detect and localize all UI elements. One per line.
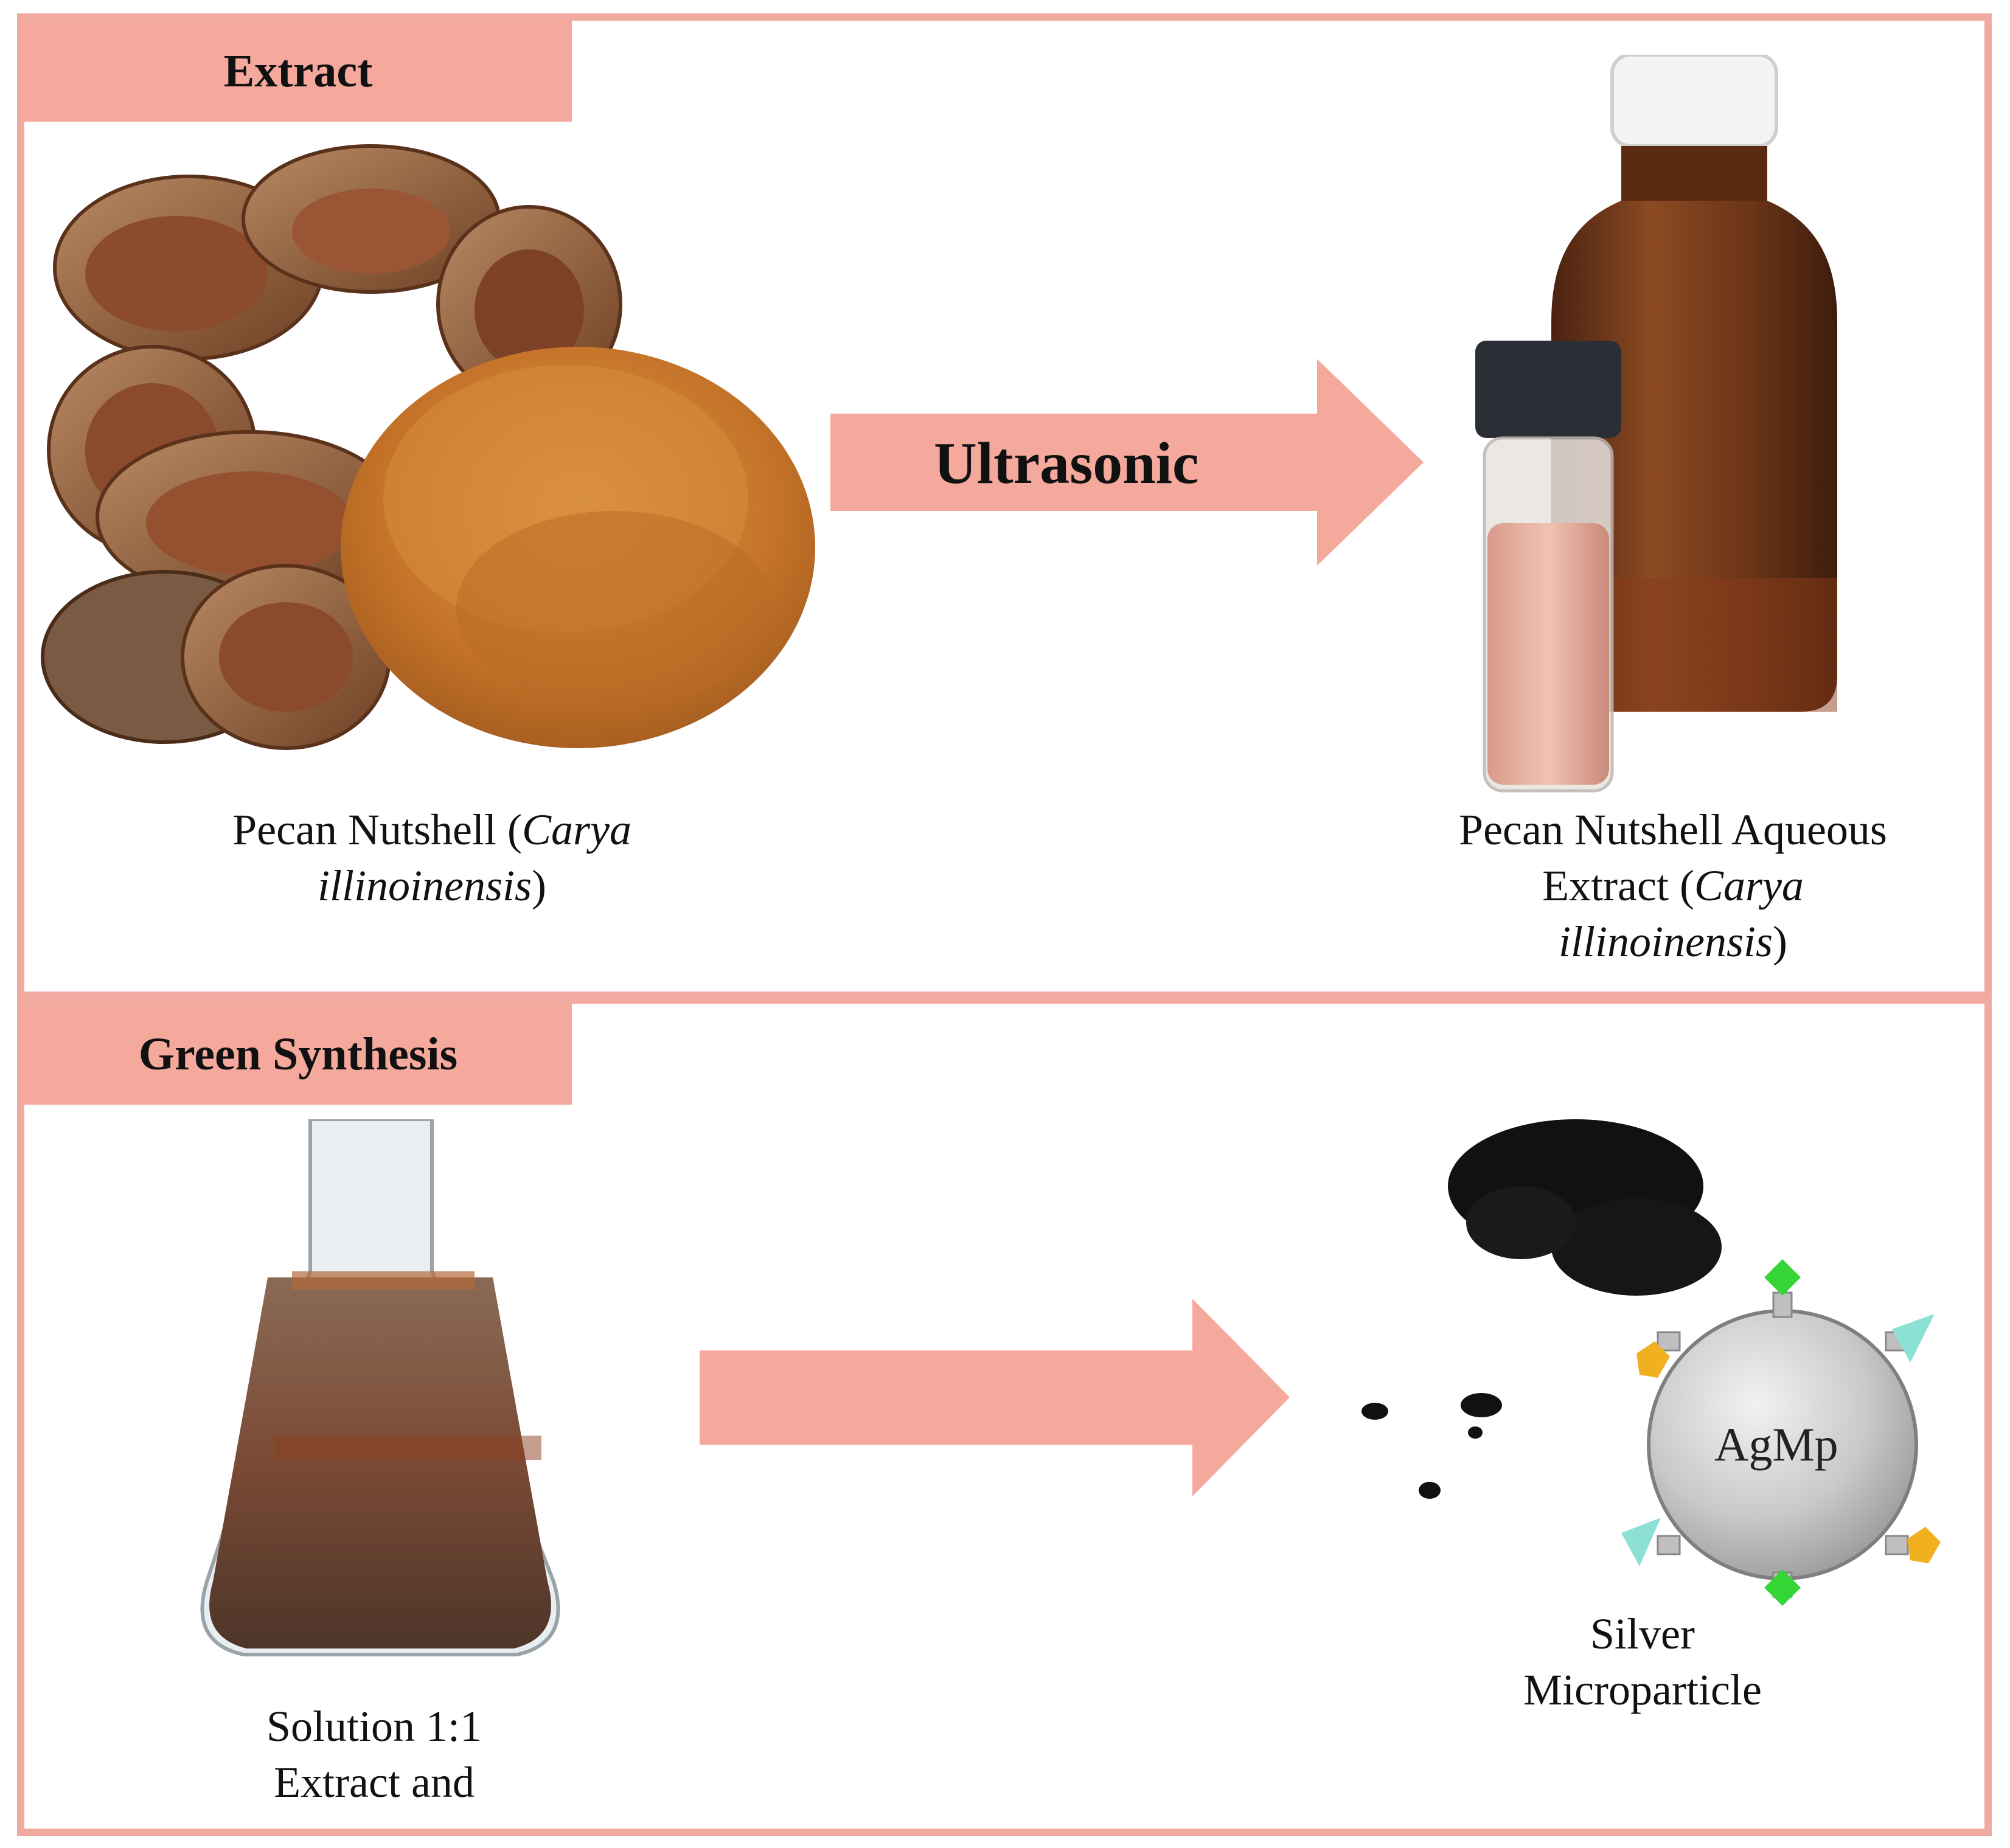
surface-molecules	[1621, 1259, 1941, 1606]
solution-caption: Solution 1:1 Extract and	[266, 1702, 482, 1807]
silver-microparticle-caption: Silver Microparticle	[1523, 1610, 1762, 1714]
ultrasonic-label: Ultrasonic	[934, 431, 1199, 496]
shell-pieces	[41, 144, 622, 750]
flask-solution-illustration	[200, 1119, 560, 1656]
aqueous-extract-bottles-illustration	[1475, 55, 1837, 793]
powder-pile	[341, 347, 815, 748]
black-powder	[1361, 1119, 1722, 1499]
pecan-nutshell-caption: Pecan Nutshell (Carya illinoinensis)	[232, 805, 631, 910]
extract-tab: Extract	[24, 21, 572, 122]
green-synthesis-tab: Green Synthesis	[24, 1004, 572, 1105]
silver-microparticle-illustration	[1361, 1119, 1941, 1606]
synthesis-arrow	[700, 1299, 1290, 1496]
sample-vial	[1475, 341, 1621, 793]
ultrasonic-arrow	[830, 359, 1424, 566]
pecan-nutshell-illustration	[41, 144, 815, 750]
aqueous-extract-caption: Pecan Nutshell Aqueous Extract (Carya il…	[1459, 805, 1887, 966]
agmp-label: AgMp	[1714, 1418, 1838, 1471]
